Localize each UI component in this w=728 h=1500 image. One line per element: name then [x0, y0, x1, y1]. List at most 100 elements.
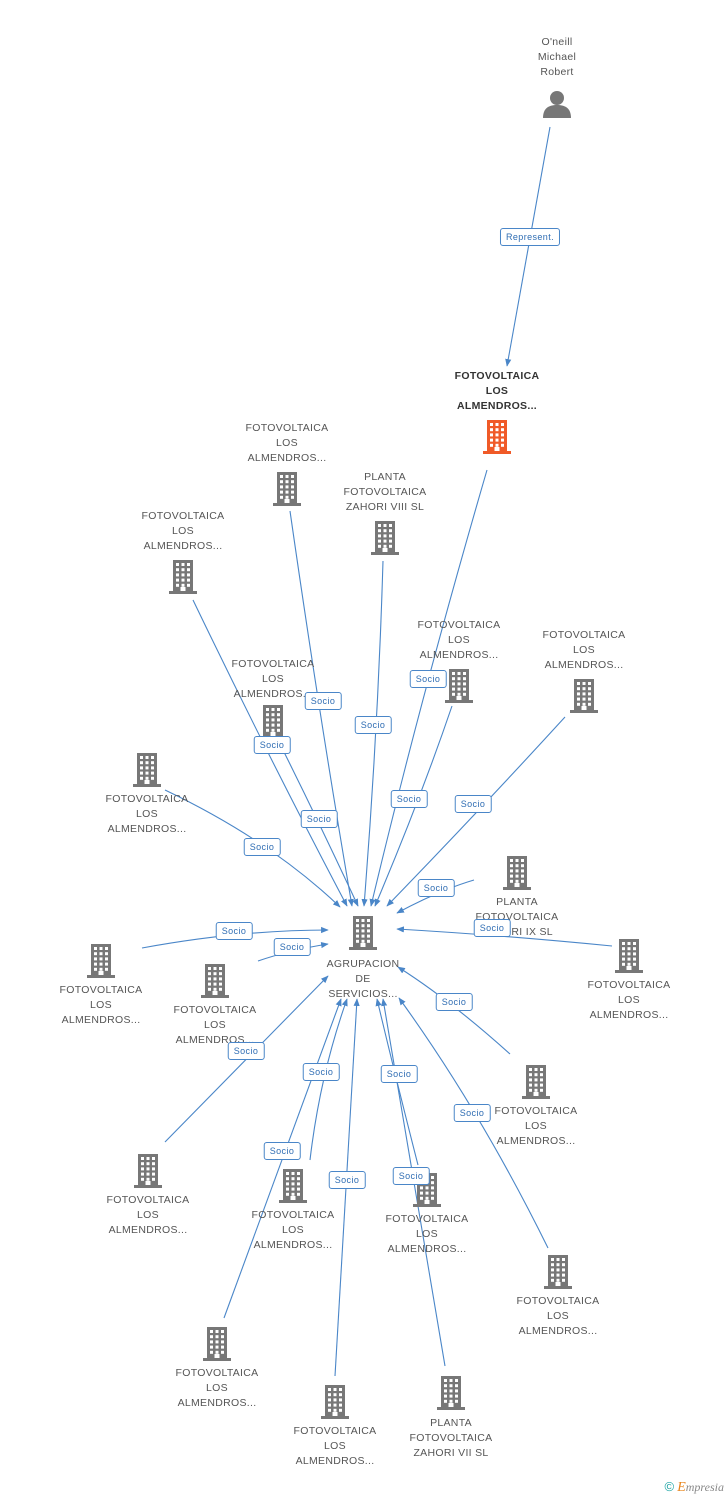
relation-badge-socio[interactable]: Socio — [354, 716, 392, 734]
relation-badge-socio[interactable]: Socio — [253, 736, 291, 754]
relation-badge-socio[interactable]: Socio — [215, 922, 253, 940]
node-label-line: ALMENDROS... — [387, 1243, 467, 1255]
node-label-line: LOS — [525, 1120, 547, 1132]
building-icon[interactable] — [169, 560, 197, 594]
node-label-line: LOS — [416, 1228, 438, 1240]
relation-badge-socio[interactable]: Socio — [409, 670, 447, 688]
node-label-line: FOTOVOLTAICA — [231, 658, 315, 670]
relation-badge-socio[interactable]: Socio — [273, 938, 311, 956]
node-label-line: ALMENDROS... — [61, 1014, 141, 1026]
node-label-line: FOTOVOLTAICA — [141, 510, 225, 522]
node-label-line: LOS — [262, 673, 284, 685]
building-icon[interactable] — [483, 420, 511, 454]
building-icon[interactable] — [503, 856, 531, 890]
node-label-line: FOTOVOLTAICA — [516, 1295, 600, 1307]
edge-layer — [141, 126, 613, 1377]
node-label-line: ALMENDROS... — [496, 1135, 576, 1147]
node-label-line: ALMENDROS... — [177, 1397, 257, 1409]
building-icon[interactable] — [279, 1169, 307, 1203]
node-label-line: DE — [355, 973, 371, 985]
building-icon[interactable] — [544, 1255, 572, 1289]
node-label-line: FOTOVOLTAICA — [409, 1432, 493, 1444]
person-icon[interactable] — [543, 90, 571, 118]
building-icon[interactable] — [133, 753, 161, 787]
node-label-line: LOS — [204, 1019, 226, 1031]
node-label-line: AGRUPACION — [326, 958, 400, 970]
building-icon[interactable] — [273, 472, 301, 506]
building-icon[interactable] — [522, 1065, 550, 1099]
node-label-line: LOS — [172, 525, 194, 537]
building-icon[interactable] — [371, 521, 399, 555]
node-label-line: Michael — [537, 51, 577, 63]
edge-focus-to-hub — [369, 469, 488, 907]
building-icon[interactable] — [259, 705, 287, 739]
building-icon[interactable] — [201, 964, 229, 998]
node-label-line: FOTOVOLTAICA — [385, 1213, 469, 1225]
relation-badge-socio[interactable]: Socio — [453, 1104, 491, 1122]
edge-person-to-focus — [505, 126, 551, 367]
building-icon[interactable] — [321, 1385, 349, 1419]
brand-name: mpresia — [685, 1480, 724, 1494]
node-label-line: LOS — [573, 644, 595, 656]
relation-badge-socio[interactable]: Socio — [392, 1167, 430, 1185]
node-label-line: ALMENDROS... — [518, 1325, 598, 1337]
node-label-n16[interactable]: FOTOVOLTAICA LOS ALMENDROS... — [493, 1294, 623, 1339]
relation-badge-socio[interactable]: Socio — [304, 692, 342, 710]
relation-badge-socio[interactable]: Socio — [302, 1063, 340, 1081]
node-label-line: FOTOVOLTAICA — [343, 486, 427, 498]
relation-badge-socio[interactable]: Socio — [435, 993, 473, 1011]
relation-badge-socio[interactable]: Socio — [390, 790, 428, 808]
relation-badge-socio[interactable]: Socio — [263, 1142, 301, 1160]
relation-badge-socio[interactable]: Socio — [473, 919, 511, 937]
node-label-line: FOTOVOLTAICA — [251, 1209, 335, 1221]
building-icon[interactable] — [203, 1327, 231, 1361]
relation-badge-socio[interactable]: Socio — [300, 810, 338, 828]
building-icon[interactable] — [87, 944, 115, 978]
node-label-line: LOS — [324, 1440, 346, 1452]
relation-badge-socio[interactable]: Socio — [243, 838, 281, 856]
building-icon[interactable] — [570, 679, 598, 713]
node-label-line: FOTOVOLTAICA — [59, 984, 143, 996]
relation-badge-socio[interactable]: Socio — [417, 879, 455, 897]
node-label-line: FOTOVOLTAICA — [587, 979, 671, 991]
node-label-line: FOTOVOLTAICA — [175, 1367, 259, 1379]
node-label-line: ALMENDROS... — [247, 452, 327, 464]
building-icon[interactable] — [615, 939, 643, 973]
relation-badge-socio[interactable]: Socio — [328, 1171, 366, 1189]
building-icon[interactable] — [349, 916, 377, 950]
edge-n3-to-hub — [192, 599, 348, 907]
relation-badge-socio[interactable]: Socio — [227, 1042, 265, 1060]
node-label-n15[interactable]: FOTOVOLTAICA LOS ALMENDROS... — [362, 1212, 492, 1257]
building-icon[interactable] — [437, 1376, 465, 1410]
building-icon[interactable] — [445, 669, 473, 703]
building-icon[interactable] — [134, 1154, 162, 1188]
relation-badge-socio[interactable]: Socio — [454, 795, 492, 813]
node-label-line: ALMENDROS... — [589, 1009, 669, 1021]
node-label-line: ALMENDROS... — [107, 823, 187, 835]
relation-badge-socio[interactable]: Socio — [380, 1065, 418, 1083]
node-label-line: ALMENDROS... — [544, 659, 624, 671]
relation-badge-represent[interactable]: Represent. — [499, 228, 561, 246]
node-label-line: LOS — [547, 1310, 569, 1322]
